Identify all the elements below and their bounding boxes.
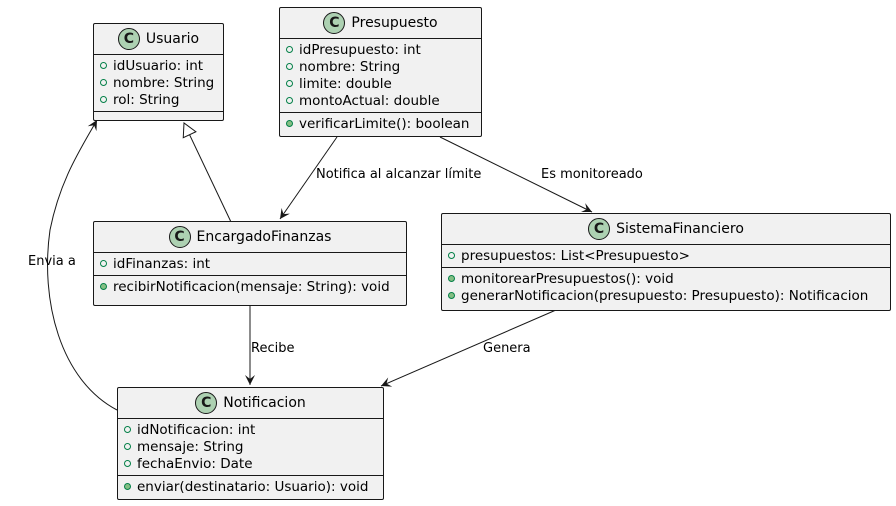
public-visibility-icon	[124, 460, 131, 467]
class-c-icon: C	[168, 226, 191, 248]
class-usuario[interactable]: C Usuario idUsuario: int nombre: String …	[93, 23, 224, 121]
attributes-section: presupuestos: List<Presupuesto>	[442, 245, 890, 267]
notifica-arrow	[279, 136, 338, 220]
attribute: presupuestos: List<Presupuesto>	[442, 247, 890, 264]
monitoreado-arrow	[439, 136, 593, 213]
methods-section: monitorearPresupuestos(): void generarNo…	[442, 267, 890, 307]
class-header: C Usuario	[94, 24, 223, 55]
attribute: idUsuario: int	[94, 57, 223, 74]
relation-label-notifica: Notifica al alcanzar límite	[316, 167, 482, 182]
attributes-section: idUsuario: int nombre: String rol: Strin…	[94, 55, 223, 111]
attribute: montoActual: double	[280, 92, 481, 109]
attribute: idFinanzas: int	[94, 255, 406, 272]
class-sistema-financiero[interactable]: C SistemaFinanciero presupuestos: List<P…	[441, 213, 891, 311]
genera-arrow	[380, 309, 557, 387]
public-visibility-icon	[286, 63, 293, 70]
relation-label-envia: Envia a	[28, 254, 76, 269]
public-method-icon	[448, 275, 455, 282]
public-method-icon	[448, 292, 455, 299]
class-c-icon: C	[195, 392, 218, 414]
public-visibility-icon	[286, 46, 293, 53]
method: verificarLimite(): boolean	[280, 115, 481, 132]
attribute: rol: String	[94, 91, 223, 108]
attributes-section: idNotificacion: int mensaje: String fech…	[118, 419, 383, 475]
attributes-section: idPresupuesto: int nombre: String limite…	[280, 39, 481, 112]
envia-arrow	[47, 119, 118, 411]
attribute: fechaEnvio: Date	[118, 455, 383, 472]
public-method-icon	[124, 483, 131, 490]
class-name: SistemaFinanciero	[616, 221, 744, 237]
public-visibility-icon	[124, 426, 131, 433]
public-visibility-icon	[286, 80, 293, 87]
class-notificacion[interactable]: C Notificacion idNotificacion: int mensa…	[117, 387, 384, 500]
inheritance-line	[182, 122, 232, 223]
class-encargado-finanzas[interactable]: C EncargadoFinanzas idFinanzas: int reci…	[93, 221, 407, 306]
class-c-icon: C	[117, 28, 140, 50]
class-header: C Notificacion	[118, 388, 383, 419]
class-name: Presupuesto	[351, 15, 438, 31]
public-method-icon	[286, 120, 293, 127]
relation-label-genera: Genera	[483, 341, 531, 356]
relation-label-recibe: Recibe	[251, 341, 295, 356]
public-visibility-icon	[286, 97, 293, 104]
attribute: limite: double	[280, 75, 481, 92]
class-c-icon: C	[323, 12, 346, 34]
public-visibility-icon	[448, 252, 455, 259]
class-name: Notificacion	[223, 395, 306, 411]
class-presupuesto[interactable]: C Presupuesto idPresupuesto: int nombre:…	[279, 7, 482, 137]
relation-label-monitoreado: Es monitoreado	[541, 167, 643, 182]
methods-section: enviar(destinatario: Usuario): void	[118, 475, 383, 498]
method: recibirNotificacion(mensaje: String): vo…	[94, 278, 406, 295]
method: generarNotificacion(presupuesto: Presupu…	[442, 287, 890, 304]
public-visibility-icon	[124, 443, 131, 450]
methods-section: recibirNotificacion(mensaje: String): vo…	[94, 275, 406, 298]
public-visibility-icon	[100, 79, 107, 86]
public-visibility-icon	[100, 260, 107, 267]
public-visibility-icon	[100, 96, 107, 103]
methods-section: verificarLimite(): boolean	[280, 112, 481, 135]
class-header: C EncargadoFinanzas	[94, 222, 406, 253]
public-visibility-icon	[100, 62, 107, 69]
attribute: nombre: String	[280, 58, 481, 75]
methods-section	[94, 111, 223, 118]
method: monitorearPresupuestos(): void	[442, 270, 890, 287]
attributes-section: idFinanzas: int	[94, 253, 406, 275]
public-method-icon	[100, 283, 107, 290]
class-name: EncargadoFinanzas	[196, 229, 332, 245]
class-c-icon: C	[588, 218, 611, 240]
attribute: idNotificacion: int	[118, 421, 383, 438]
attribute: idPresupuesto: int	[280, 41, 481, 58]
attribute: mensaje: String	[118, 438, 383, 455]
class-header: C Presupuesto	[280, 8, 481, 39]
class-header: C SistemaFinanciero	[442, 214, 890, 245]
method: enviar(destinatario: Usuario): void	[118, 478, 383, 495]
class-name: Usuario	[145, 31, 200, 47]
attribute: nombre: String	[94, 74, 223, 91]
